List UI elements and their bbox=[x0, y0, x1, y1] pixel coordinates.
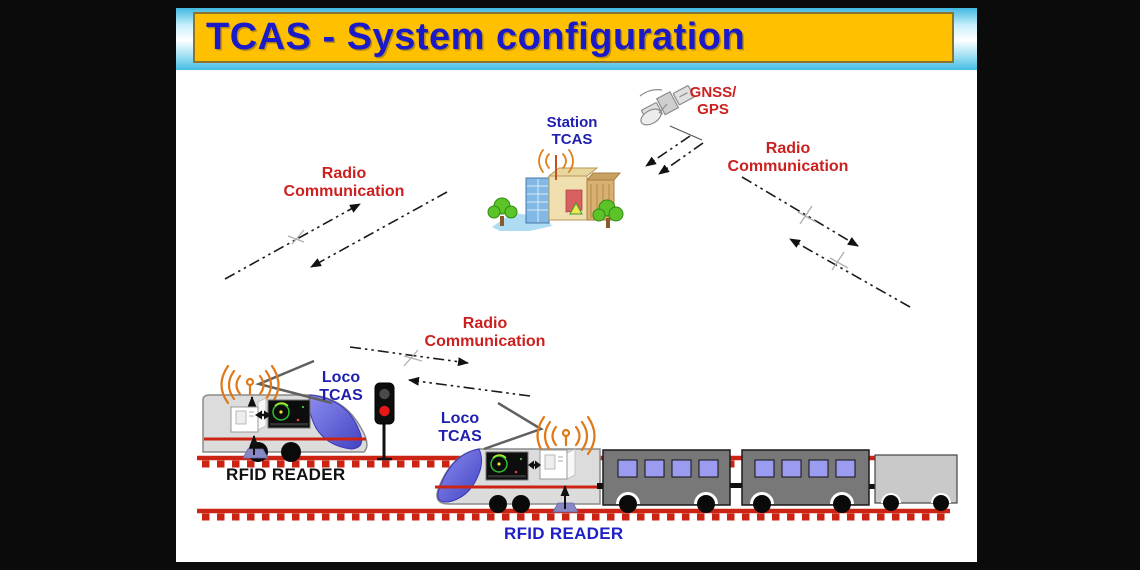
loco1-computer-unit-icon bbox=[230, 397, 267, 433]
loco2-radar-display-icon bbox=[485, 451, 529, 481]
radio-link-right-arrow-up bbox=[789, 238, 911, 308]
link-zigzag-marks bbox=[287, 205, 849, 367]
rfid-tag-1-icon bbox=[242, 448, 269, 459]
loco2-data-arrow bbox=[528, 460, 541, 470]
coach-2-icon bbox=[741, 449, 870, 513]
loco2-tcas-label: Loco TCAS bbox=[438, 410, 482, 446]
radio-communication-mid-label: Radio Communication bbox=[424, 315, 546, 351]
coupler bbox=[868, 484, 876, 489]
gps-link-arrow-2 bbox=[658, 142, 704, 175]
loco2-computer-unit-icon bbox=[539, 448, 576, 480]
station-building-icon bbox=[487, 149, 624, 231]
radio-link-right-arrow-down bbox=[741, 176, 859, 247]
gnss-gps-label: GNSS/ GPS bbox=[689, 84, 737, 118]
trees-icon bbox=[487, 197, 624, 228]
title-bar: TCAS - System configuration bbox=[193, 12, 954, 63]
locomotive-2-icon bbox=[435, 401, 601, 513]
locomotive-1-icon bbox=[202, 359, 368, 462]
radio-link-left-arrow-down bbox=[310, 191, 448, 268]
rfid-reader-left-label: RFID READER bbox=[226, 465, 346, 484]
radio-link-mid-arrow-left bbox=[408, 376, 531, 397]
loco1-nose bbox=[308, 394, 363, 450]
loco2-pantograph-icon bbox=[483, 401, 544, 451]
station-tcas-label: Station TCAS bbox=[546, 114, 598, 148]
loco1-pantograph-icon bbox=[255, 359, 333, 405]
radio-link-left-arrow-up bbox=[224, 203, 361, 280]
coupler bbox=[729, 483, 743, 488]
boxcar-icon bbox=[874, 454, 958, 511]
rfid-reader-bottom-label: RFID READER bbox=[504, 524, 624, 543]
page-title: TCAS - System configuration bbox=[206, 16, 746, 58]
coupler bbox=[597, 483, 606, 489]
coach-1-icon bbox=[602, 449, 731, 513]
gps-link-arrow-1 bbox=[645, 135, 691, 167]
loco2-nose bbox=[437, 448, 483, 503]
loco1-radar-display-icon bbox=[267, 399, 311, 429]
loco1-wifi-antenna-icon bbox=[220, 364, 280, 405]
radio-link-mid-arrow-right bbox=[349, 346, 469, 367]
radio-communication-left-label: Radio Communication bbox=[283, 165, 405, 201]
loco1-data-arrow bbox=[255, 410, 271, 420]
radio-communication-right-label: Radio Communication bbox=[727, 140, 849, 176]
station-antenna-icon bbox=[538, 149, 574, 173]
loco1-tcas-label: Loco TCAS bbox=[319, 369, 363, 405]
signal-light-icon bbox=[374, 382, 395, 461]
gnss-satellite-icon bbox=[639, 85, 703, 141]
